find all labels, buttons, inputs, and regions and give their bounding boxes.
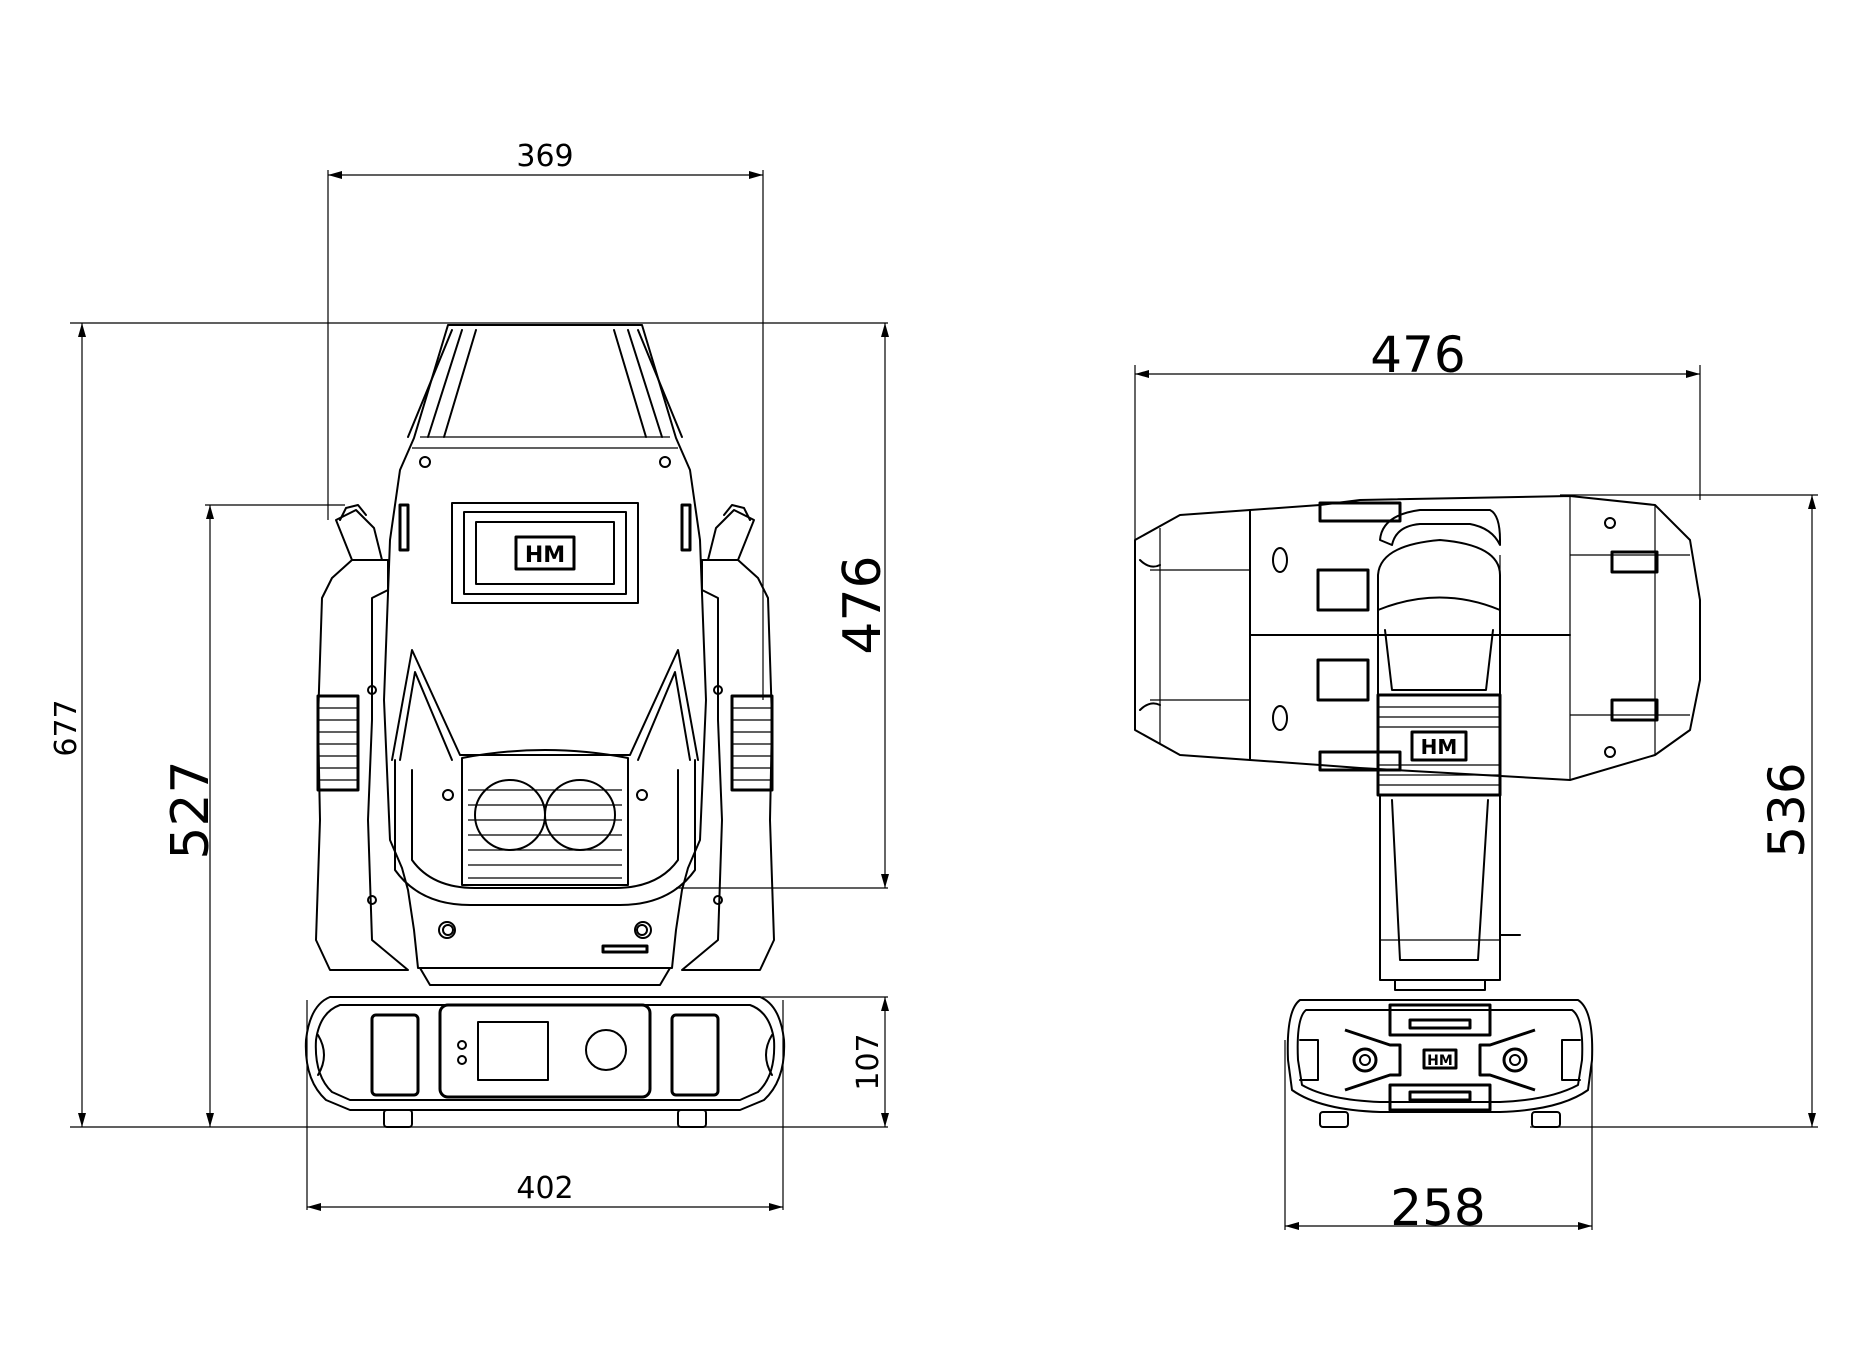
side-head	[1134, 495, 1701, 781]
side-base-logo: HM	[1427, 1053, 1453, 1069]
front-left-arm	[315, 504, 409, 971]
dim-label-476-side: 476	[1370, 326, 1465, 384]
dim-label-677: 677	[49, 699, 84, 756]
front-right-arm	[681, 504, 775, 971]
dim-label-107: 107	[851, 1033, 886, 1090]
side-base: HM	[1286, 999, 1594, 1128]
right-arm-grip	[730, 694, 774, 792]
front-base	[304, 996, 786, 1128]
side-yoke: HM	[1376, 509, 1521, 991]
front-extension-lines	[70, 170, 888, 1210]
front-view: 369 677 527 476 107 402 HM	[49, 139, 893, 1211]
left-arm-grip	[316, 694, 360, 792]
dim-label-258: 258	[1390, 1179, 1485, 1237]
front-logo: HM	[525, 543, 565, 568]
front-neck	[419, 967, 671, 986]
front-head: HM	[383, 324, 707, 969]
front-grille-lines	[468, 789, 622, 879]
dim-label-402: 402	[516, 1171, 573, 1206]
side-dimension-lines	[1135, 370, 1816, 1230]
side-view: 476 536 258	[1134, 326, 1818, 1237]
front-base-knob	[585, 1029, 627, 1071]
dim-label-536: 536	[1758, 762, 1816, 857]
front-base-display-panel	[438, 1003, 652, 1099]
side-yoke-logo: HM	[1421, 735, 1458, 759]
side-yoke-grip: HM	[1376, 693, 1502, 797]
side-extension-lines	[1134, 365, 1818, 1230]
dim-label-476-front: 476	[833, 555, 893, 654]
side-head-vents	[1316, 550, 1659, 722]
front-base-screen	[477, 1021, 549, 1081]
front-dimension-lines	[78, 171, 889, 1211]
dim-label-369: 369	[516, 139, 573, 174]
dim-label-527: 527	[161, 760, 221, 859]
